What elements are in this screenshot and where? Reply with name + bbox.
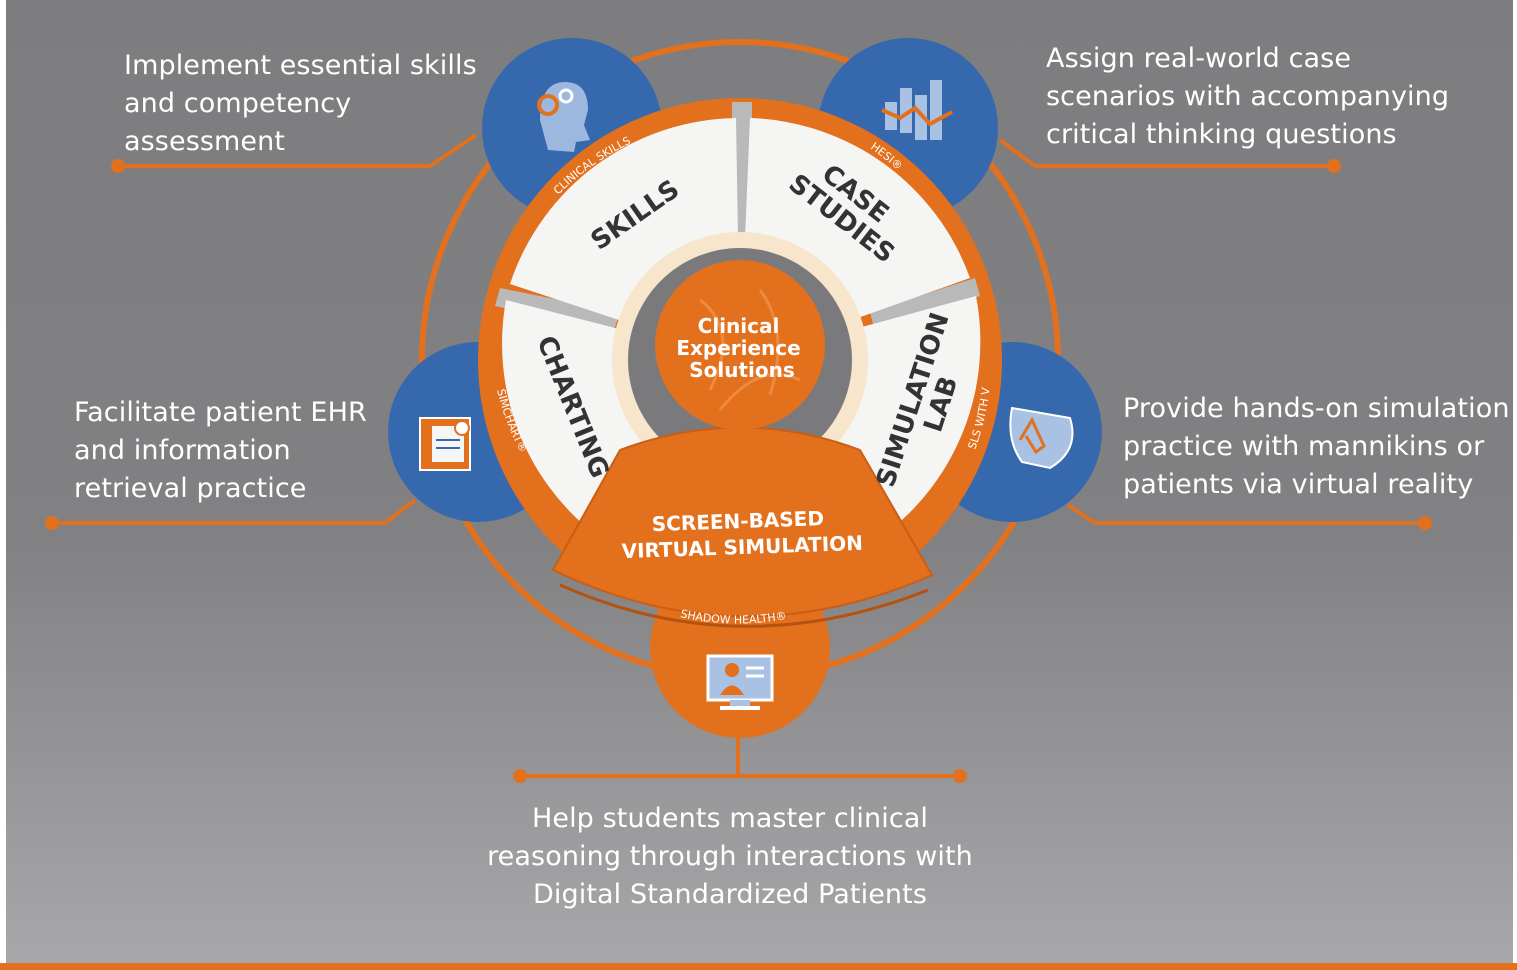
bottom-accent-bar [0,963,1517,970]
frame-left-border [0,0,6,970]
skills-description: Implement essential skills and competenc… [124,50,477,157]
center-circle [655,260,825,430]
vr-headset-icon [1009,406,1074,470]
connector-simulation-lab [1066,503,1425,525]
connector-case-studies [998,138,1334,168]
connector-skills [118,133,478,168]
center-title: Clinical Experience Solutions [676,314,807,382]
connector-dots [45,159,1432,783]
screen-based-description: Help students master clinical reasoning … [487,803,973,910]
simulation-lab-description: Provide hands-on simulation practice wit… [1123,393,1510,500]
center-leaf-pattern [699,289,801,411]
bar-chart-icon [881,80,953,140]
computer-user-icon [706,654,774,710]
frame-right-border [1513,0,1517,970]
gear-head-icon [537,82,590,152]
case-studies-description: Assign real-world case scenarios with ac… [1046,43,1450,150]
screen-based-segment [551,426,934,618]
charting-description: Facilitate patient EHR and information r… [74,397,367,504]
medical-chart-icon [419,417,471,471]
connector-charting [52,498,417,525]
connector-lines [52,133,1425,778]
screen-based-segment-edge [559,583,929,628]
